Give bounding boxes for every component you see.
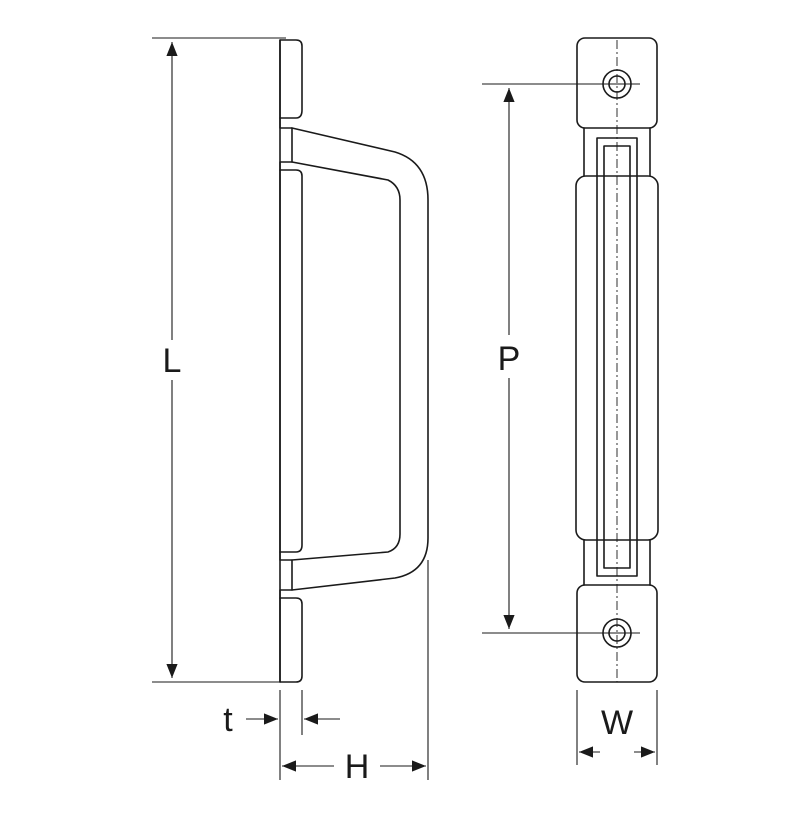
dimension-P: P [482,83,640,634]
L-label: L [163,342,182,380]
dimension-H: H [282,560,429,786]
dimension-t: t [223,690,340,780]
front-view [575,37,659,683]
side-base-bottom-tab [279,597,303,683]
side-base-top-tab [279,39,303,119]
dimension-W: W [576,690,658,765]
side-handle-inner [291,161,401,561]
side-neck-bottom [279,551,293,599]
t-label: t [223,701,233,739]
dimension-L: L [152,37,286,683]
front-grip-outer [596,137,638,577]
W-label: W [601,704,633,742]
H-label: H [345,748,370,786]
side-neck-top [279,117,293,171]
side-view [279,39,429,683]
side-handle-outer [291,127,429,591]
P-label: P [498,340,521,378]
side-base-middle [279,169,303,553]
